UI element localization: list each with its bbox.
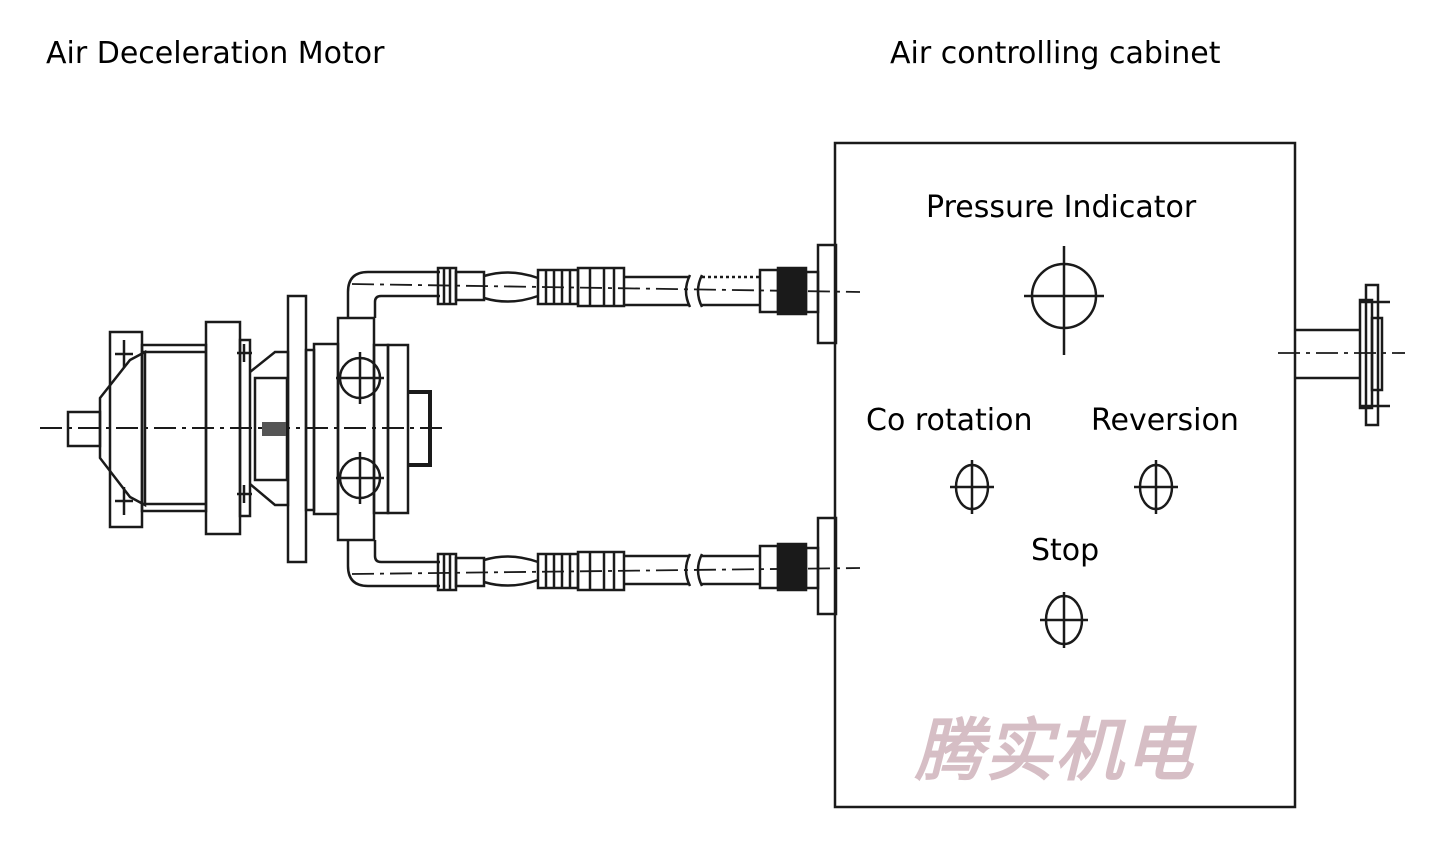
air-deceleration-motor [40, 294, 445, 564]
pressure-indicator-label: Pressure Indicator [926, 190, 1197, 225]
co-rotation-valve [950, 460, 994, 514]
reversion-label: Reversion [1091, 403, 1239, 438]
watermark-logo: 腾实机电 [915, 712, 1196, 791]
lower-air-hose [346, 540, 861, 592]
reversion-valve [1134, 460, 1178, 514]
stop-valve [1040, 592, 1088, 648]
cabinet-title: Air controlling cabinet [890, 36, 1221, 71]
co-rotation-label: Co rotation [866, 403, 1033, 438]
stop-label: Stop [1031, 533, 1100, 568]
upper-air-hose [346, 266, 861, 318]
motor-title: Air Deceleration Motor [46, 36, 385, 71]
pressure-indicator-gauge [1024, 246, 1104, 355]
air-controlling-cabinet [816, 141, 1405, 809]
